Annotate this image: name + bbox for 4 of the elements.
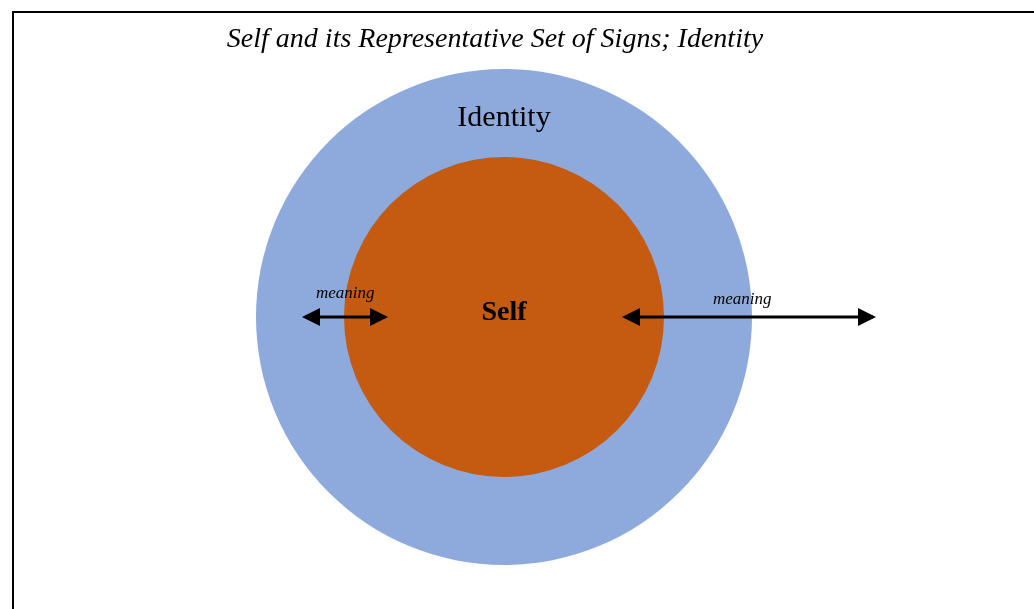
arrow-label: meaning (713, 290, 772, 308)
circle-label: Self (481, 295, 527, 327)
diagram-title: Self and its Representative Set of Signs; Identity (225, 22, 765, 54)
circle-label: Identity (457, 99, 551, 133)
